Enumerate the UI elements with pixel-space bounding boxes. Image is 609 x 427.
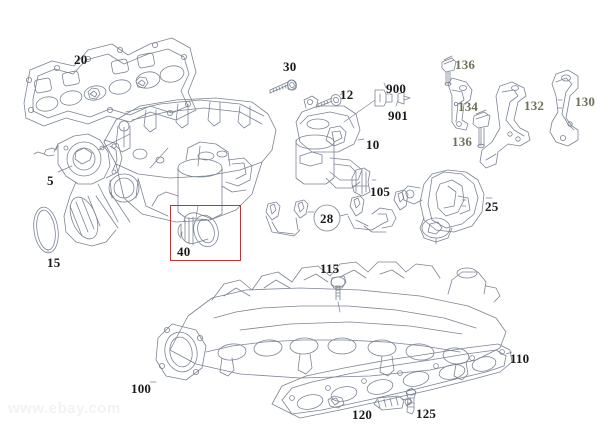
label-part-120: 120 — [352, 407, 373, 422]
part-901-connector — [397, 91, 411, 105]
part-136-bolt-top — [441, 55, 457, 87]
label-part-900: 900 — [386, 81, 407, 96]
label-part-115: 115 — [320, 261, 340, 276]
part-130-bracket — [549, 69, 579, 147]
label-part-105: 105 — [370, 184, 391, 199]
part-125-bolt — [405, 387, 417, 415]
central-egr-body — [97, 97, 277, 223]
part-132-bracket — [479, 81, 531, 169]
label-part-10: 10 — [366, 137, 380, 152]
part-30-bolt — [269, 79, 298, 94]
part-25-actuator-unit — [401, 169, 493, 245]
part-40-sleeve — [177, 212, 219, 248]
label-part-110: 110 — [510, 351, 530, 366]
label-part-20: 20 — [74, 52, 88, 67]
part-110-gasket — [271, 343, 513, 419]
part-12-bolt — [317, 91, 345, 108]
label-part-15: 15 — [47, 255, 61, 270]
label-part-132: 132 — [524, 98, 545, 113]
watermark: www.ebay.com — [8, 400, 121, 417]
label-part-136-top: 136 — [455, 57, 476, 72]
label-part-25: 25 — [485, 199, 499, 214]
part-40-highlight-box — [170, 205, 241, 261]
part-20-gasket — [23, 37, 197, 127]
label-part-5: 5 — [47, 173, 54, 188]
label-part-100: 100 — [131, 381, 152, 396]
part-105-clip — [351, 167, 377, 197]
label-part-136-mid: 136 — [452, 134, 473, 149]
part-900-connector — [374, 89, 393, 107]
part-115-bolt — [330, 267, 347, 301]
part-28-linkage — [265, 189, 409, 237]
part-100-intake-manifold — [149, 261, 507, 383]
label-part-28: 28 — [320, 211, 334, 226]
label-part-130: 130 — [575, 94, 596, 109]
part-136-bolt-mid — [472, 109, 491, 149]
part-5-cooler-housing — [33, 133, 131, 247]
label-part-901: 901 — [388, 108, 409, 123]
label-part-30: 30 — [283, 59, 297, 74]
part-134-bracket — [447, 77, 473, 131]
label-part-12: 12 — [340, 87, 354, 102]
part-15-oring — [33, 206, 59, 254]
label-part-40: 40 — [177, 244, 191, 259]
label-part-134: 134 — [458, 99, 479, 114]
part-10-actuator — [295, 95, 365, 189]
label-part-125: 125 — [416, 406, 437, 421]
